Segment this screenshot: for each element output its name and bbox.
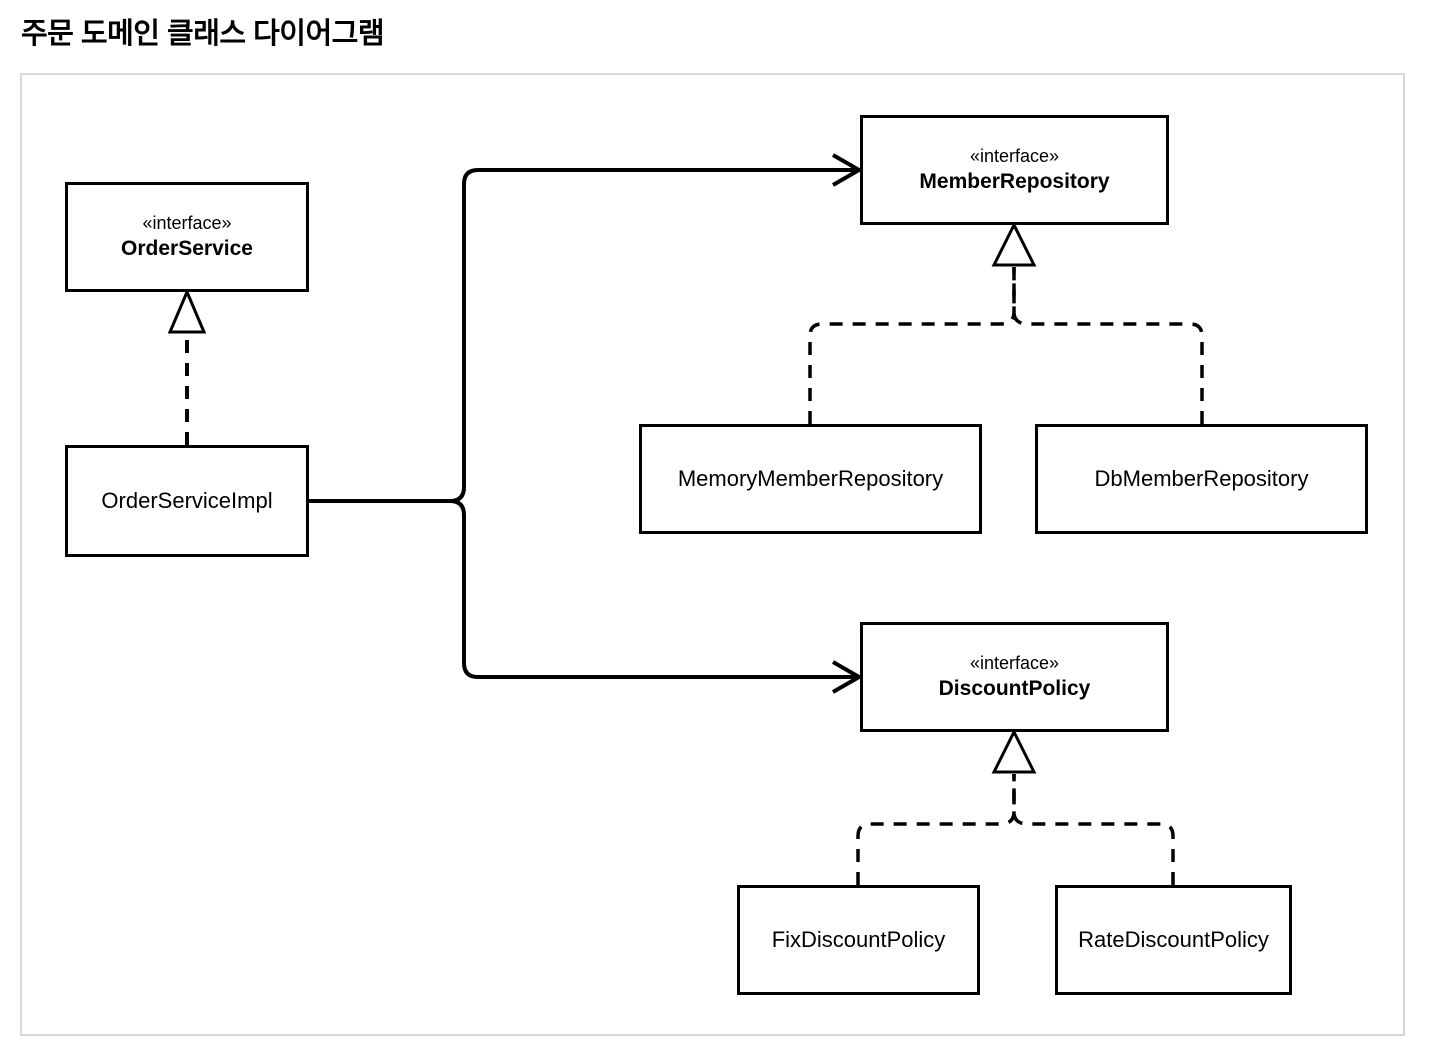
class-name-label: FixDiscountPolicy — [771, 927, 946, 953]
node-order-service-impl: OrderServiceImpl — [65, 445, 309, 557]
edge-ratediscountpolicy-discountpolicy — [1012, 774, 1175, 885]
node-fix-discount-policy: FixDiscountPolicy — [737, 885, 980, 995]
class-name-label: MemoryMemberRepository — [677, 466, 944, 492]
class-name-label: DiscountPolicy — [938, 676, 1091, 700]
class-name-label: MemberRepository — [919, 169, 1110, 193]
edge-orderserviceimpl-discountpolicy — [309, 499, 861, 694]
node-db-member-repository: DbMemberRepository — [1035, 424, 1368, 534]
diagram-title: 주문 도메인 클래스 다이어그램 — [21, 18, 385, 50]
node-memory-member-repository: MemoryMemberRepository — [639, 424, 982, 534]
class-name-label: DbMemberRepository — [1094, 466, 1309, 492]
node-discount-policy: «interface» DiscountPolicy — [860, 622, 1169, 732]
stereotype-label: «interface» — [969, 145, 1060, 166]
class-name-label: RateDiscountPolicy — [1078, 927, 1269, 953]
hollow-triangle-icon — [167, 288, 207, 334]
edge-dbmemberrepository-memberrepository — [1012, 267, 1204, 424]
hollow-triangle-icon — [991, 728, 1037, 774]
node-member-repository: «interface» MemberRepository — [860, 115, 1169, 225]
node-order-service: «interface» OrderService — [65, 182, 309, 292]
open-arrowhead-icon — [832, 153, 861, 187]
stereotype-label: «interface» — [142, 212, 232, 233]
class-name-label: OrderService — [121, 236, 253, 260]
diagram-canvas: «interface» OrderService OrderServiceImp… — [20, 73, 1405, 1036]
edge-orderserviceimpl-orderservice — [167, 288, 207, 445]
class-name-label: OrderServiceImpl — [101, 488, 273, 514]
edges-layer — [167, 153, 1204, 885]
open-arrowhead-icon — [832, 660, 861, 694]
edge-memorymemberrepository-memberrepository — [808, 267, 1016, 424]
node-rate-discount-policy: RateDiscountPolicy — [1055, 885, 1292, 995]
hollow-triangle-icon — [991, 221, 1037, 267]
stereotype-label: «interface» — [969, 652, 1060, 673]
edge-fixdiscountpolicy-discountpolicy — [856, 774, 1016, 885]
